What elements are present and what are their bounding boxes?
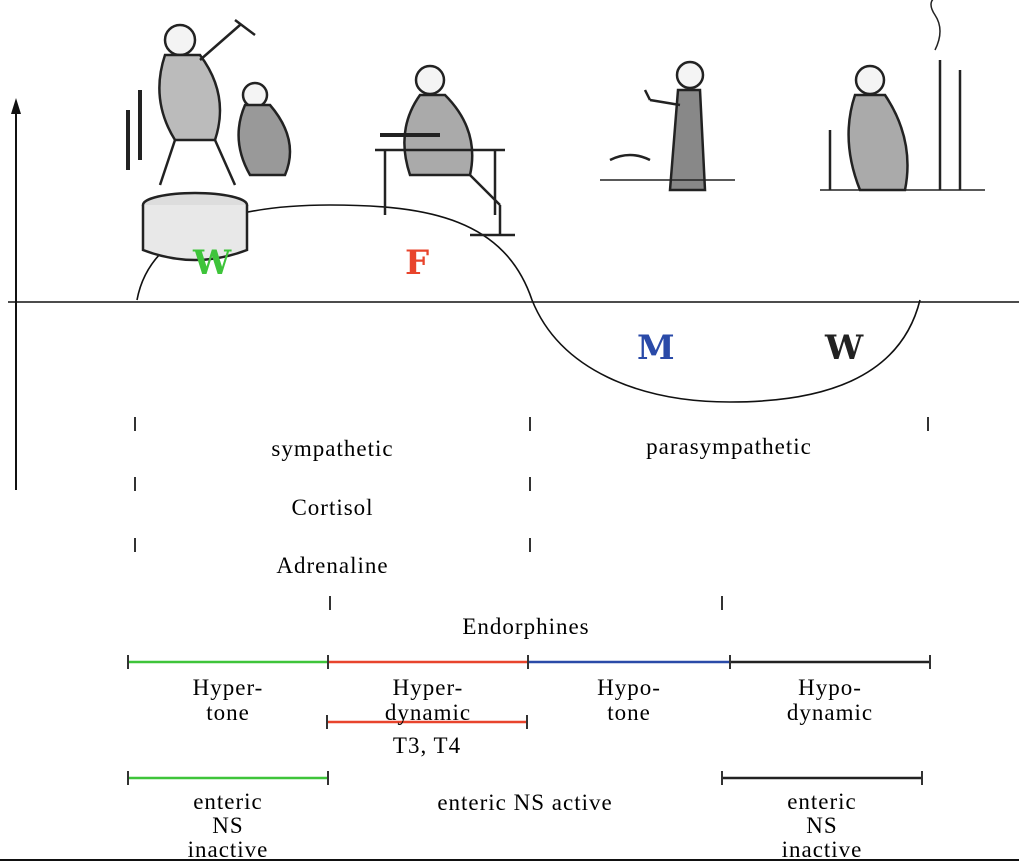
label-enteric-left-line1: enteric [128, 790, 328, 814]
axis-arrow-icon [11, 98, 21, 114]
phase-letter-w2: W [825, 328, 863, 368]
label-hypodynamic-line1: Hypo- [730, 675, 930, 700]
vertical-axis [11, 98, 21, 490]
label-hypodynamic-line2: dynamic [730, 700, 930, 725]
label-hyperdynamic-line2: dynamic [328, 700, 528, 725]
row-enteric [128, 771, 922, 785]
row-cortisol [135, 477, 530, 491]
label-enteric-right-line1: enteric [722, 790, 922, 814]
label-hypotone-line1: Hypo- [528, 675, 730, 700]
resting-figure [820, 0, 985, 190]
blacksmith-figure [128, 20, 290, 260]
row-adrenaline [135, 538, 530, 552]
phase-letter-f: F [405, 243, 429, 283]
label-sympathetic: sympathetic [135, 436, 530, 461]
eating-figure [375, 66, 515, 235]
label-enteric-inactive-right: enteric NS inactive [722, 790, 922, 862]
label-endorphines: Endorphines [330, 614, 722, 639]
label-parasympathetic: parasympathetic [530, 434, 928, 459]
label-enteric-left-line2: NS [128, 814, 328, 838]
row-endorphines [330, 596, 722, 610]
label-enteric-left-line3: inactive [128, 838, 328, 862]
label-hypertone-line2: tone [128, 700, 328, 725]
activity-wave [137, 205, 920, 402]
row-nervous [135, 417, 928, 431]
label-enteric-inactive-left: enteric NS inactive [128, 790, 328, 862]
label-hyperdynamic-line1: Hyper- [328, 675, 528, 700]
label-adrenaline: Adrenaline [135, 553, 530, 578]
label-hyperdynamic: Hyper- dynamic [328, 675, 528, 725]
label-hypertone: Hyper- tone [128, 675, 328, 725]
label-t3-t4: T3, T4 [327, 733, 527, 758]
label-cortisol: Cortisol [135, 495, 530, 520]
phase-letter-m: M [637, 328, 675, 368]
label-hypertone-line1: Hyper- [128, 675, 328, 700]
label-enteric-right-line2: NS [722, 814, 922, 838]
row-tone [128, 655, 930, 669]
standing-figure [600, 62, 735, 190]
label-enteric-right-line3: inactive [722, 838, 922, 862]
phase-letter-w1: W [193, 243, 231, 283]
label-hypotone: Hypo- tone [528, 675, 730, 725]
label-hypodynamic: Hypo- dynamic [730, 675, 930, 725]
label-hypotone-line2: tone [528, 700, 730, 725]
label-enteric-active: enteric NS active [328, 790, 722, 815]
